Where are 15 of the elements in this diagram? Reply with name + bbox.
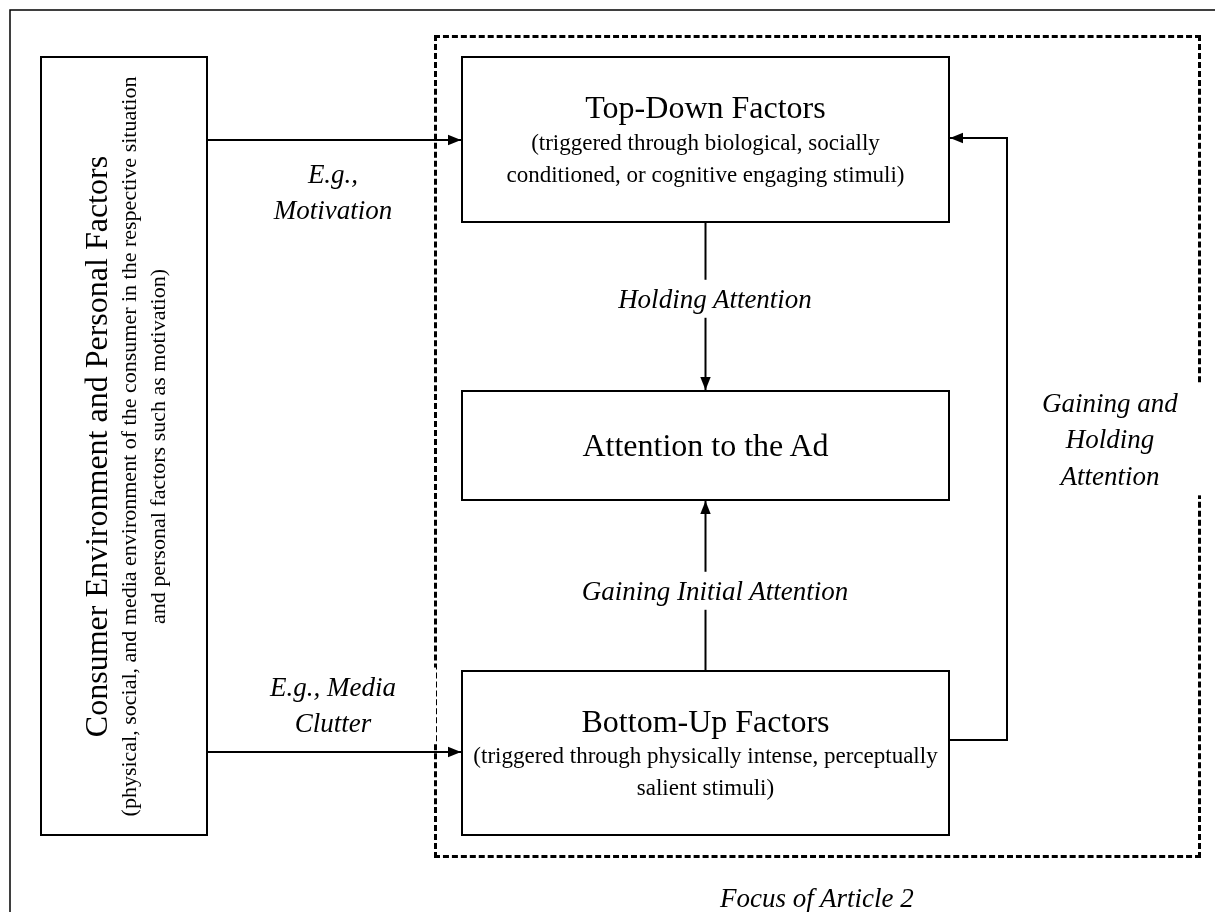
factor-box (40, 56, 208, 836)
arrow (207, 746, 462, 758)
box-title: Top-Down Factors (585, 88, 826, 127)
factor-box (461, 56, 950, 223)
box-description: (triggered through physically intense, perceptually salient stimuli) (472, 742, 939, 803)
box-title: Attention to the Ad (582, 426, 829, 465)
arrow (949, 132, 1008, 741)
box-description: (physical, social, and media environment of the consumer in the respective situation and personal factors such as motivation) (115, 75, 171, 819)
region-caption: Focus of Article 2 (720, 883, 914, 912)
box-title: Bottom-Up Factors (581, 701, 830, 740)
factor-box (461, 390, 950, 501)
arrow (207, 134, 462, 146)
box-title: Consumer Environment and Personal Factors (76, 155, 115, 738)
factor-box (461, 670, 950, 836)
box-description: (triggered through biological, socially conditioned, or cognitive engaging stimuli) (505, 128, 906, 189)
